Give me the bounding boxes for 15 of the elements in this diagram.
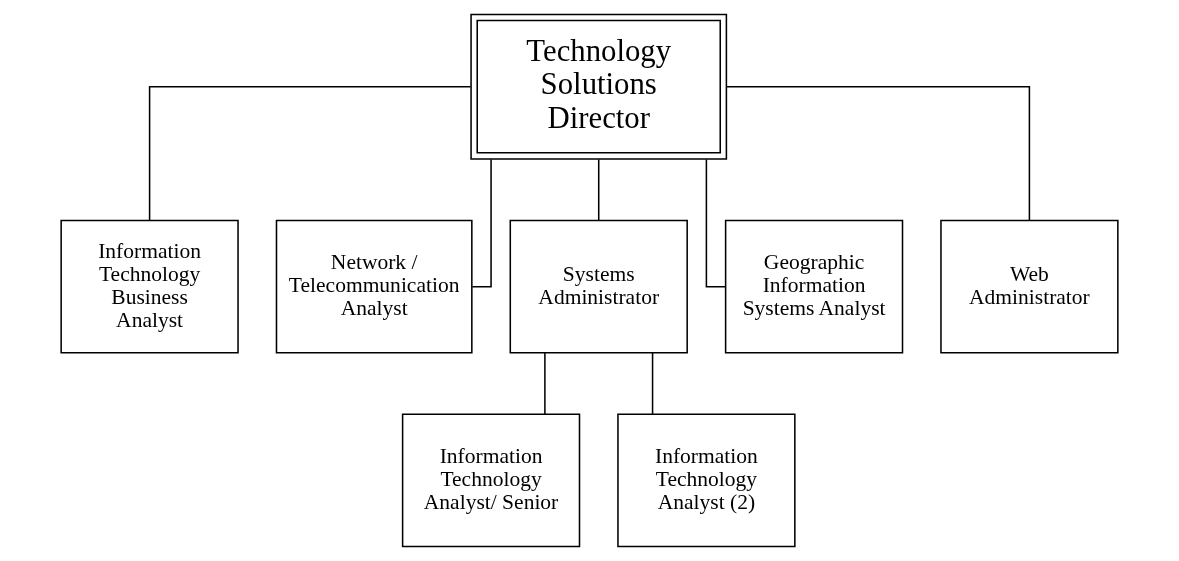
- node-box: Technology Solutions Director: [470, 13, 728, 160]
- connector: [651, 352, 654, 415]
- connector: [471, 158, 492, 288]
- node-box: Web Administrator: [940, 219, 1119, 354]
- node-box: Systems Administrator: [509, 219, 688, 354]
- node-box: Geographic Information Systems Analyst: [724, 219, 904, 354]
- node-box: Information Technology Analyst (2): [617, 413, 796, 548]
- connector: [597, 158, 600, 221]
- node-box: Information Technology Business Analyst: [60, 219, 239, 354]
- node-box: Information Technology Analyst/ Senior: [401, 413, 581, 548]
- connector: [705, 158, 726, 288]
- connector: [148, 85, 472, 221]
- node-box: Network / Telecommunication Analyst: [275, 219, 473, 354]
- connector: [544, 352, 546, 415]
- connector: [726, 85, 1031, 221]
